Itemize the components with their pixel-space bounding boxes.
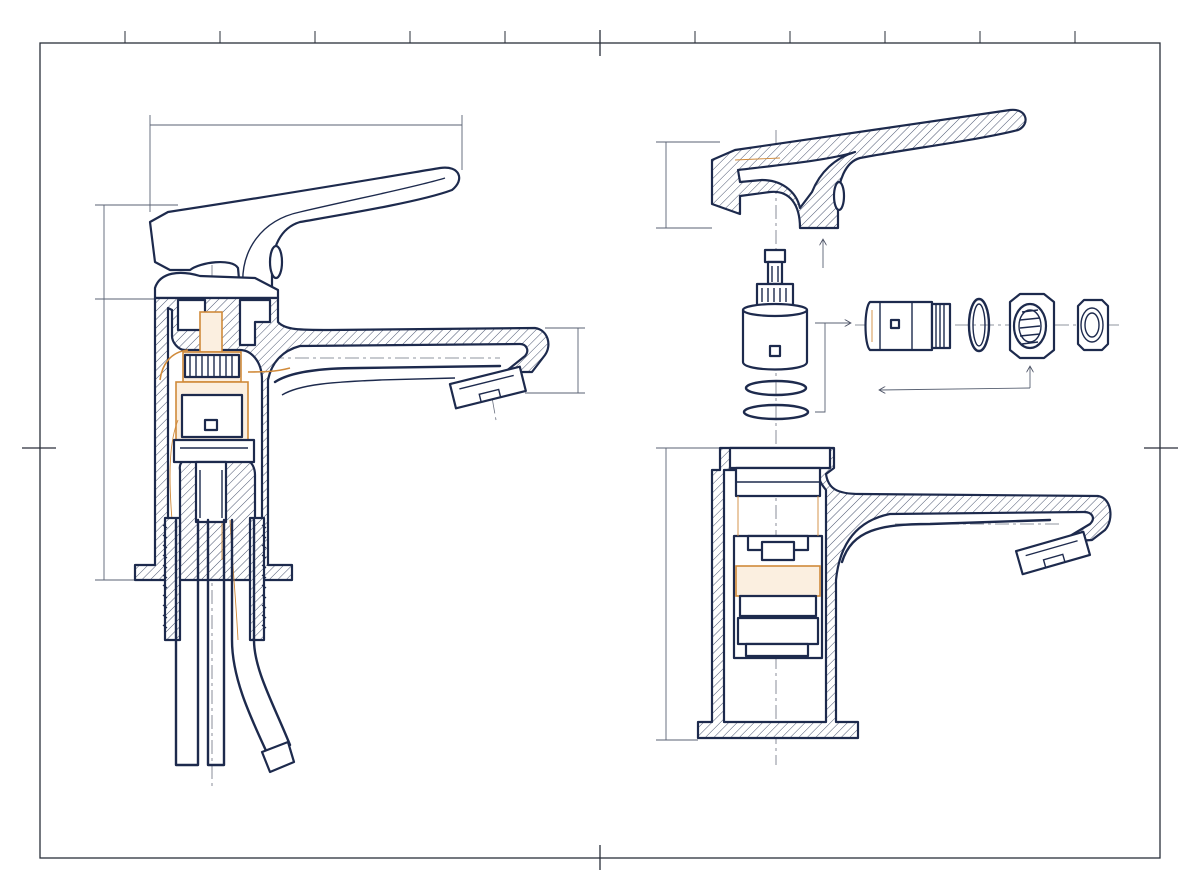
aerator-insert-icon bbox=[1014, 530, 1092, 576]
dimension-lines-left bbox=[95, 115, 585, 581]
assembled-section-view bbox=[95, 115, 585, 790]
nut-icon bbox=[1076, 298, 1110, 352]
exploded-section-view bbox=[656, 108, 1120, 765]
flexible-hose-icon bbox=[174, 518, 296, 774]
ceramic-cartridge-icon bbox=[159, 311, 291, 641]
o-ring-icon bbox=[742, 379, 810, 421]
lever-handle-icon bbox=[710, 108, 1027, 230]
nut-icon bbox=[1008, 292, 1056, 360]
aerator-insert-icon bbox=[864, 300, 952, 352]
aerator-insert-icon bbox=[448, 365, 527, 410]
faucet-body-icon bbox=[696, 446, 1112, 740]
sheet-frame bbox=[22, 30, 1178, 870]
frame-tick-marks bbox=[124, 31, 1076, 43]
o-ring-icon bbox=[967, 297, 991, 353]
lever-handle-icon bbox=[148, 166, 461, 300]
frame-center-marks bbox=[22, 30, 1178, 870]
assembly-arrows bbox=[815, 240, 1030, 413]
valve-stem bbox=[172, 438, 256, 524]
dimension-lines-right bbox=[656, 141, 722, 741]
ceramic-cartridge-icon bbox=[741, 248, 809, 371]
